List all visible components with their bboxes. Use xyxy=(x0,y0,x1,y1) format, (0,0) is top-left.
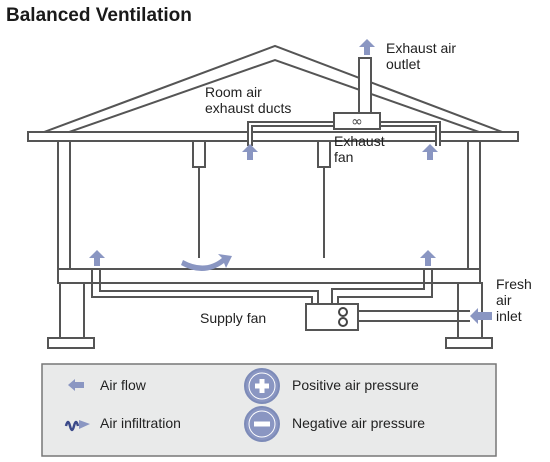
plus-circle-icon xyxy=(244,368,280,404)
legend-icons xyxy=(64,368,280,442)
arrow-left-icon xyxy=(68,379,84,391)
exhaust-outlet-arrow xyxy=(359,39,375,55)
legend-positive-pressure: Positive air pressure xyxy=(292,377,419,393)
wave-arrow-icon xyxy=(64,420,90,432)
diagram-title: Balanced Ventilation xyxy=(6,5,192,26)
left-pier-base xyxy=(47,337,95,349)
supply-arrow-left xyxy=(89,250,105,266)
room-duct-left xyxy=(192,140,206,168)
exhaust-fan-icon: ∞ xyxy=(351,114,363,130)
room-exhaust-arrow-right xyxy=(422,144,438,160)
supply-fan-label: Supply fan xyxy=(200,310,267,326)
room-duct-right xyxy=(317,140,331,168)
fresh-air-arrow xyxy=(470,308,492,324)
supply-fan-icon xyxy=(338,307,348,327)
exhaust-fan-box xyxy=(333,112,381,130)
supply-arrow-right xyxy=(420,250,436,266)
exhaust-fan-label: Exhaust fan xyxy=(334,133,385,166)
legend-air-flow: Air flow xyxy=(100,377,146,393)
right-wall-top xyxy=(467,140,481,270)
room-exhaust-arrow-left xyxy=(242,144,258,160)
room-ducts-label: Room air exhaust ducts xyxy=(205,84,292,117)
left-wall-top xyxy=(57,140,71,270)
air-flow-arrows xyxy=(89,39,492,324)
fresh-air-duct xyxy=(358,310,470,322)
fresh-air-inlet-label: Fresh air inlet xyxy=(496,276,532,325)
supply-fan-box xyxy=(305,303,359,331)
exhaust-outlet-label: Exhaust air outlet xyxy=(386,40,457,73)
exhaust-outlet-pipe xyxy=(358,57,372,115)
supply-duct xyxy=(91,270,433,312)
room-circulation-arrow xyxy=(181,254,232,272)
right-pier-base xyxy=(445,337,493,349)
legend-negative-pressure: Negative air pressure xyxy=(292,415,426,431)
legend-air-infiltration: Air infiltration xyxy=(100,415,181,431)
left-pier xyxy=(59,282,85,340)
minus-circle-icon xyxy=(244,406,280,442)
floor-beam xyxy=(57,268,481,284)
ceiling-beam xyxy=(27,131,519,142)
